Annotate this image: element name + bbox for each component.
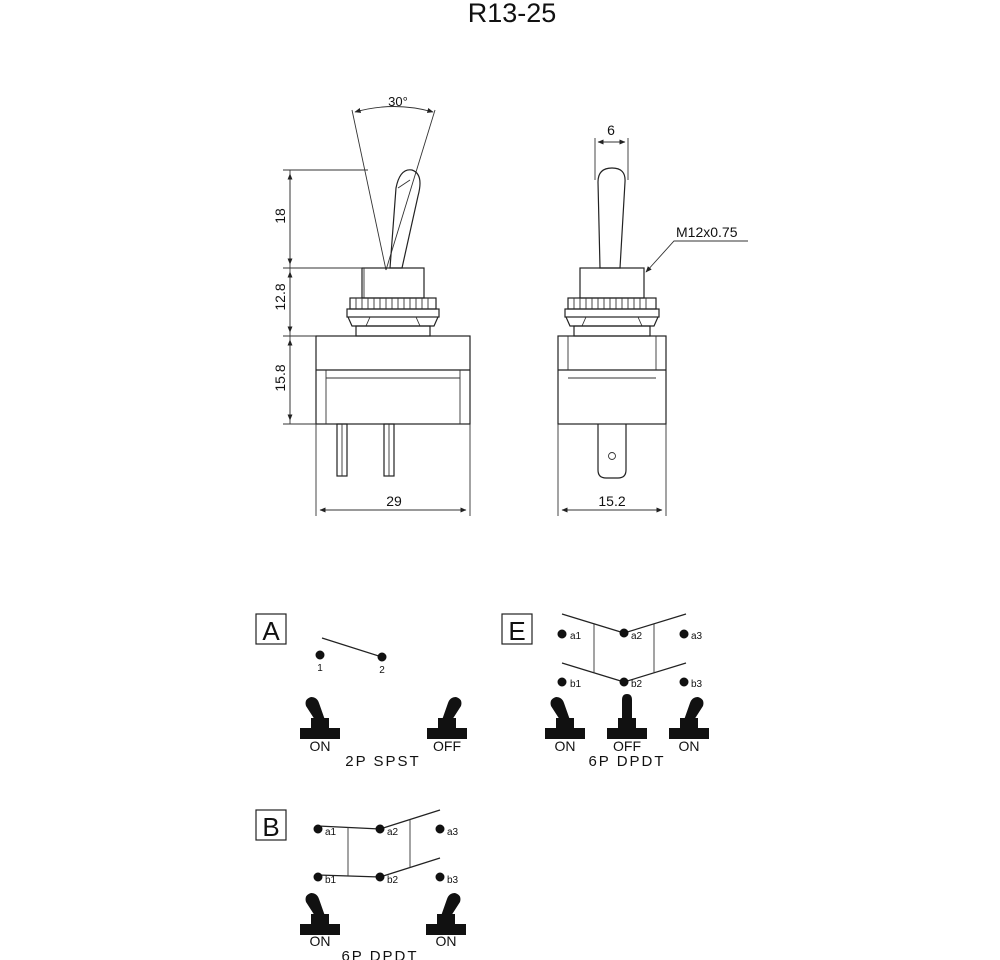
e-terminal-a3: a3: [691, 631, 703, 642]
diagram-a-letter: A: [262, 616, 280, 646]
diagram-b-caption: 6P DPDT: [341, 948, 418, 960]
diagram-e-pos-1: ON: [555, 738, 576, 754]
diagram-e-pos-3: ON: [679, 738, 700, 754]
b-terminal-a1: a1: [325, 827, 337, 838]
terminal-2: 2: [379, 665, 385, 676]
toggle-on-icon: [300, 893, 340, 935]
b-terminal-b1: b1: [325, 875, 337, 886]
toggle-off-icon: [427, 697, 467, 739]
side-view: 6 M12x0.75: [557, 122, 748, 516]
e-terminal-b1: b1: [570, 679, 582, 690]
terminal-1: 1: [317, 663, 323, 674]
diagram-a: A 1 2 ON OFF 2P SPST: [255, 613, 467, 770]
angle-label: 30°: [388, 94, 408, 109]
diagram-a-pos-2: OFF: [433, 738, 461, 754]
dim-lever-width: 6: [607, 122, 615, 138]
diagram-b: B a1 a2 a3 b1 b2 b3 ON ON 6P DPDT: [255, 809, 466, 960]
toggle-off-center-icon: [607, 694, 647, 739]
diagram-e-pos-2: OFF: [613, 738, 641, 754]
b-terminal-a3: a3: [447, 827, 459, 838]
dim-side-width: 15.2: [598, 493, 625, 509]
diagram-e: E a1 a2 a3 b1 b2 b3 ON OFF ON 6P DPDT: [501, 613, 709, 770]
dim-body-height: 15.8: [272, 364, 288, 391]
drawing-title: R13-25: [468, 0, 557, 28]
diagram-b-pos-2: ON: [436, 933, 457, 949]
dim-body-width: 29: [386, 493, 402, 509]
b-terminal-a2: a2: [387, 827, 399, 838]
diagram-e-letter: E: [508, 616, 525, 646]
diagram-e-caption: 6P DPDT: [588, 753, 665, 770]
b-terminal-b3: b3: [447, 875, 459, 886]
thread-spec: M12x0.75: [676, 224, 738, 240]
toggle-on-icon: [545, 697, 585, 739]
toggle-on-icon: [426, 893, 466, 935]
e-terminal-a1: a1: [570, 631, 582, 642]
dim-bushing-height: 12.8: [272, 283, 288, 310]
toggle-on-icon: [300, 697, 340, 739]
diagram-b-letter: B: [262, 812, 279, 842]
b-terminal-b2: b2: [387, 875, 399, 886]
diagram-b-pos-1: ON: [310, 933, 331, 949]
front-view: 30°: [272, 94, 471, 516]
toggle-on-icon: [669, 697, 709, 739]
diagram-a-pos-1: ON: [310, 738, 331, 754]
e-terminal-a2: a2: [631, 631, 643, 642]
diagram-a-caption: 2P SPST: [345, 753, 420, 770]
e-terminal-b2: b2: [631, 679, 643, 690]
dim-lever-height: 18: [272, 208, 288, 224]
e-terminal-b3: b3: [691, 679, 703, 690]
